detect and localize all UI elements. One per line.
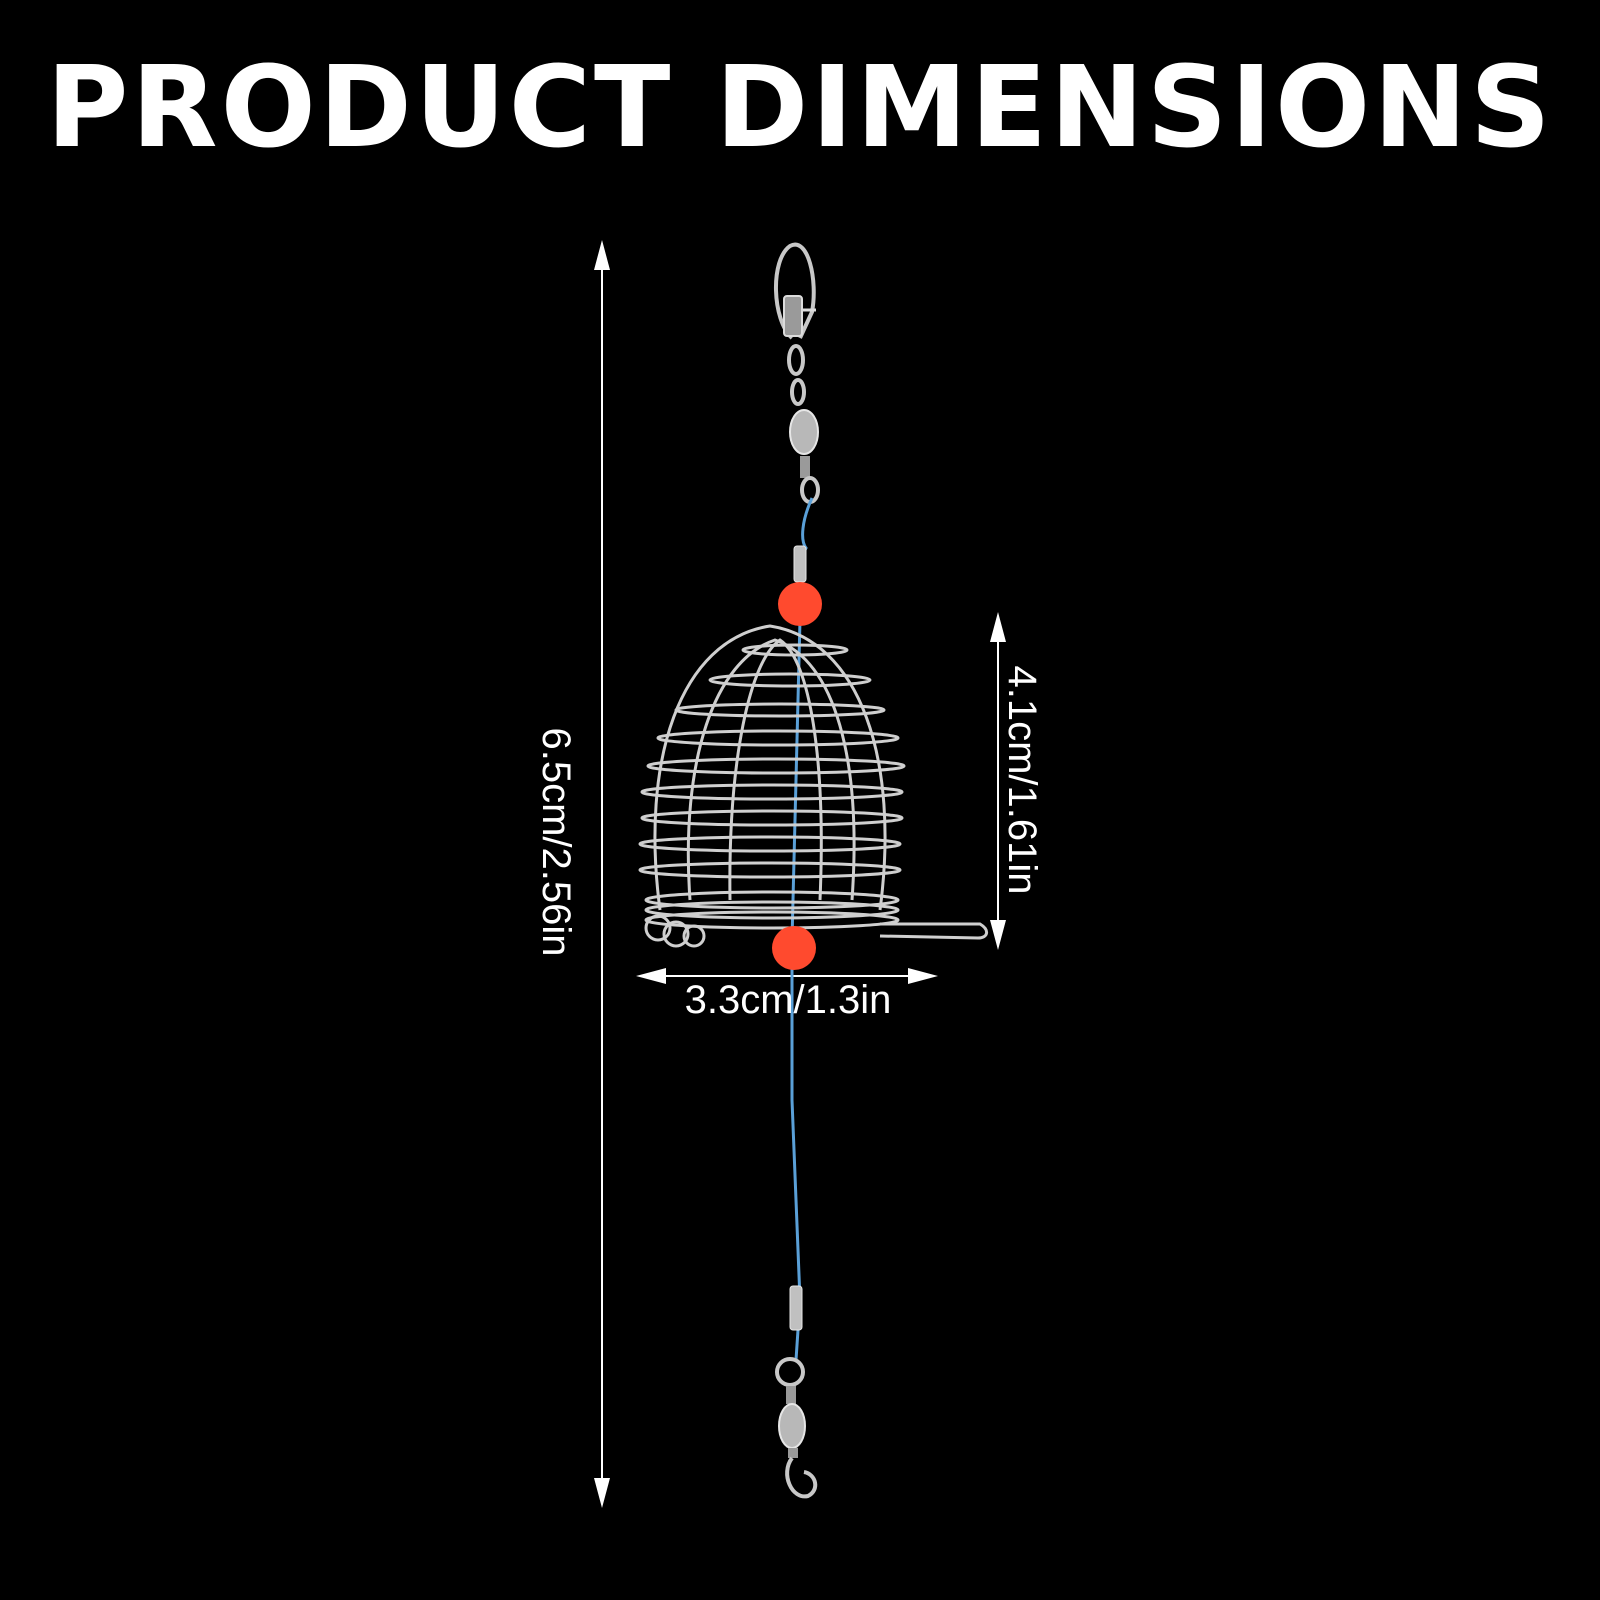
bottom-swivel-icon bbox=[775, 1357, 818, 1499]
snap-clip-icon bbox=[773, 242, 816, 376]
top-bead-icon bbox=[778, 582, 822, 626]
cage-height-arrow bbox=[990, 612, 1006, 950]
total-length-label: 6.5cm/2.56in bbox=[534, 727, 578, 957]
total-length-arrow bbox=[594, 240, 610, 1508]
fishing-line bbox=[790, 497, 814, 1361]
page-title: PRODUCT DIMENSIONS bbox=[46, 43, 1554, 173]
cage-height-label: 4.1cm/1.61in bbox=[1000, 665, 1044, 895]
cage-width-arrow bbox=[636, 968, 938, 984]
top-crimp-icon bbox=[793, 545, 807, 583]
spring-cage-icon bbox=[638, 624, 988, 948]
bottom-crimp-icon bbox=[789, 1285, 803, 1331]
cage-width-label: 3.3cm/1.3in bbox=[684, 978, 892, 1022]
bottom-bead-icon bbox=[772, 926, 816, 970]
top-swivel-icon bbox=[789, 378, 820, 504]
